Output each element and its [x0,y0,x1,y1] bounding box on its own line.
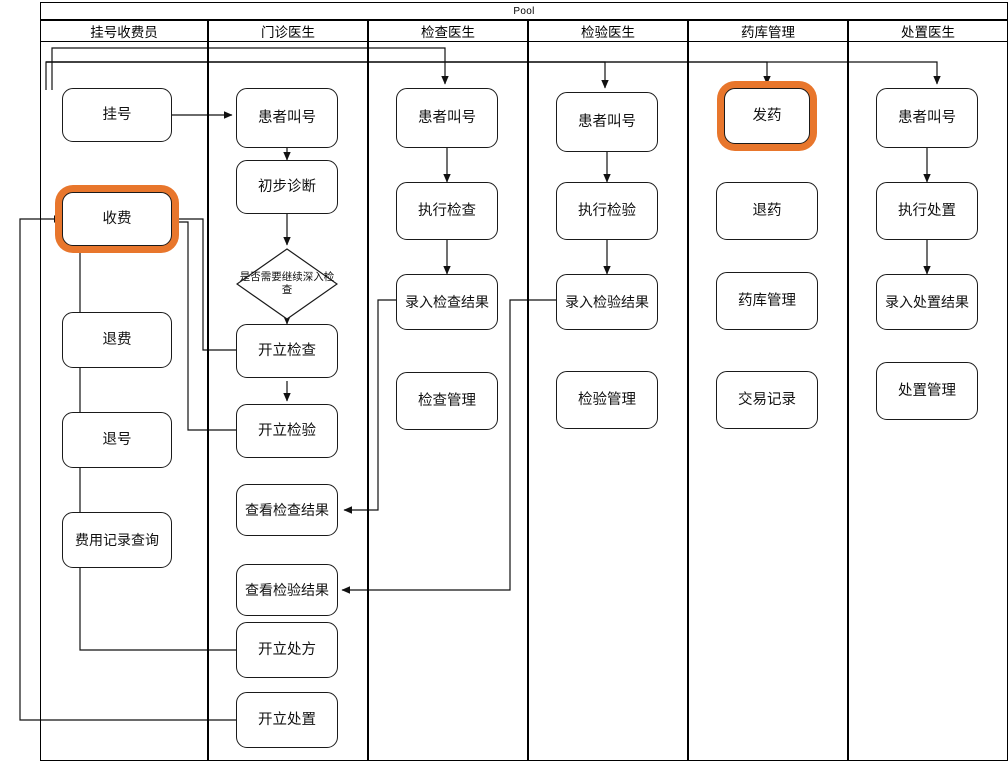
node-label: 退药 [752,202,782,219]
node-label: 执行处置 [898,202,956,219]
node-feiyong-jilu-chaxun[interactable]: 费用记录查询 [62,512,172,568]
node-label: 药库管理 [738,292,796,309]
pool-title: Pool [513,5,535,17]
node-label: 开立处置 [258,711,316,728]
node-label: 患者叫号 [418,109,476,126]
node-label: 患者叫号 [898,109,956,126]
lane-label: 门诊医生 [261,25,315,40]
edge-exinput-to-viewexam [343,299,396,514]
lane-label: 挂号收费员 [90,25,158,40]
node-lb-perform-laboratory[interactable]: 执行检验 [556,182,658,240]
node-tr-patient-call[interactable]: 患者叫号 [876,88,978,148]
node-label: 开立检查 [258,342,316,359]
node-label: 费用记录查询 [75,531,159,548]
edge-bus-to-exam-call [51,47,449,90]
node-tuihao[interactable]: 退号 [62,412,172,468]
node-label: 初步诊断 [258,178,316,195]
node-shoufei[interactable]: 收费 [62,192,172,246]
node-ph-return-medicine[interactable]: 退药 [716,182,818,240]
node-ex-input-exam-result[interactable]: 录入检查结果 [396,274,498,330]
node-op-view-exam-result[interactable]: 查看检查结果 [236,484,338,536]
node-label: 查看检验结果 [245,581,329,598]
node-tr-treatment-management[interactable]: 处置管理 [876,362,978,420]
node-lb-patient-call[interactable]: 患者叫号 [556,92,658,152]
lane-header-examination: 检查医生 [368,20,528,42]
node-guahao[interactable]: 挂号 [62,88,172,142]
node-ph-warehouse-management[interactable]: 药库管理 [716,272,818,330]
node-ph-transaction-record[interactable]: 交易记录 [716,371,818,429]
lane-label: 检验医生 [581,25,635,40]
node-label: 执行检查 [418,202,476,219]
node-label: 录入检查结果 [405,293,489,310]
node-ph-dispense[interactable]: 发药 [724,88,810,144]
node-op-initial-diagnosis[interactable]: 初步诊断 [236,160,338,214]
node-op-order-examination[interactable]: 开立检查 [236,324,338,378]
pool-frame [40,2,1008,20]
node-ex-exam-management[interactable]: 检查管理 [396,372,498,430]
lane-header-pharmacy: 药库管理 [688,20,848,42]
lane-header-registration: 挂号收费员 [40,20,208,42]
node-op-patient-call[interactable]: 患者叫号 [236,88,338,148]
decision-need-deep-exam[interactable]: 是否需要继续深入检查 [236,248,338,320]
node-label: 处置管理 [898,382,956,399]
node-label: 收费 [102,210,132,227]
node-label: 查看检查结果 [245,501,329,518]
edge-bus-to-treat-call [46,61,941,85]
node-op-order-laboratory[interactable]: 开立检验 [236,404,338,458]
lane-body-registration [40,42,208,761]
node-label: 患者叫号 [578,113,636,130]
diamond-shape [236,248,338,320]
lane-label: 处置医生 [901,25,955,40]
lane-header-laboratory: 检验医生 [528,20,688,42]
node-label: 执行检验 [578,202,636,219]
node-label: 交易记录 [738,391,796,408]
node-op-order-treatment[interactable]: 开立处置 [236,692,338,748]
edge-chuzhi-to-shoufei [19,215,236,721]
node-label: 开立检验 [258,422,316,439]
node-label: 检查管理 [418,392,476,409]
node-label: 开立处方 [258,641,316,658]
node-label: 退号 [102,431,132,448]
node-tuifei[interactable]: 退费 [62,312,172,368]
node-label: 挂号 [102,106,132,123]
node-label: 发药 [752,107,782,124]
node-tr-perform-treatment[interactable]: 执行处置 [876,182,978,240]
node-label: 退费 [102,331,132,348]
edge-shoufei-to-kaijianyan [178,221,236,431]
edge-shoufei-to-kaijiancha [178,218,236,351]
node-lb-input-lab-result[interactable]: 录入检验结果 [556,274,658,330]
node-ex-patient-call[interactable]: 患者叫号 [396,88,498,148]
lane-label: 药库管理 [741,25,795,40]
lane-header-treatment: 处置医生 [848,20,1008,42]
node-label: 检验管理 [578,391,636,408]
edge-lbinput-to-viewlab [341,299,556,594]
lane-header-outpatient: 门诊医生 [208,20,368,42]
node-label: 录入处置结果 [885,293,969,310]
decision-label: 是否需要继续深入检查 [239,270,335,296]
node-tr-input-treatment-result[interactable]: 录入处置结果 [876,274,978,330]
node-lb-lab-management[interactable]: 检验管理 [556,371,658,429]
node-label: 患者叫号 [258,109,316,126]
lane-label: 检查医生 [421,25,475,40]
node-op-order-prescription[interactable]: 开立处方 [236,622,338,678]
node-label: 录入检验结果 [565,293,649,310]
node-op-view-lab-result[interactable]: 查看检验结果 [236,564,338,616]
node-ex-perform-examination[interactable]: 执行检查 [396,182,498,240]
